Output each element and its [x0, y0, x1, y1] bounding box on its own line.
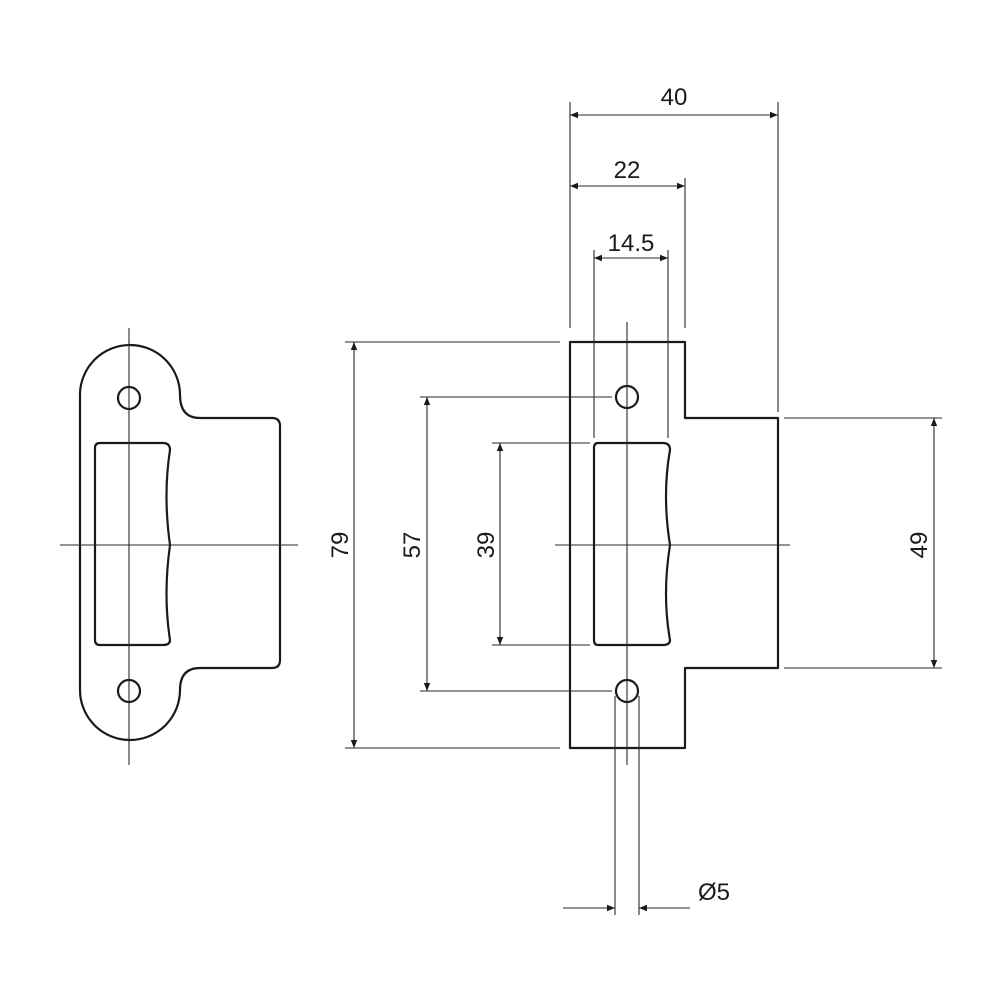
dimension-hole-diameter: Ø5	[563, 696, 730, 915]
dimension-slot-width-label: 14.5	[608, 230, 655, 257]
dimension-total-height: 79	[327, 341, 560, 749]
left-view-outline	[78, 343, 282, 742]
dimension-slot-height-label: 39	[473, 532, 500, 559]
right-view-outline	[568, 340, 780, 750]
dimension-total-width-label: 40	[661, 84, 688, 111]
dimension-tab-height-label: 49	[906, 532, 933, 559]
dimension-slot-width: 14.5	[593, 230, 669, 438]
dimension-total-width: 40	[569, 84, 779, 412]
dimension-total-height-label: 79	[327, 532, 354, 559]
dimension-slot-height: 39	[473, 442, 590, 646]
right-view-slot	[592, 441, 672, 647]
dimension-hole-spacing-label: 57	[399, 532, 426, 559]
dimension-inner-width: 22	[570, 157, 686, 328]
right-view	[555, 322, 790, 765]
left-view	[60, 328, 298, 765]
dimension-tab-height: 49	[784, 417, 942, 669]
left-view-slot	[93, 441, 172, 647]
dimension-hole-spacing: 57	[399, 396, 612, 692]
dimension-hole-diameter-label: Ø5	[698, 879, 730, 906]
dimension-inner-width-label: 22	[614, 157, 641, 184]
